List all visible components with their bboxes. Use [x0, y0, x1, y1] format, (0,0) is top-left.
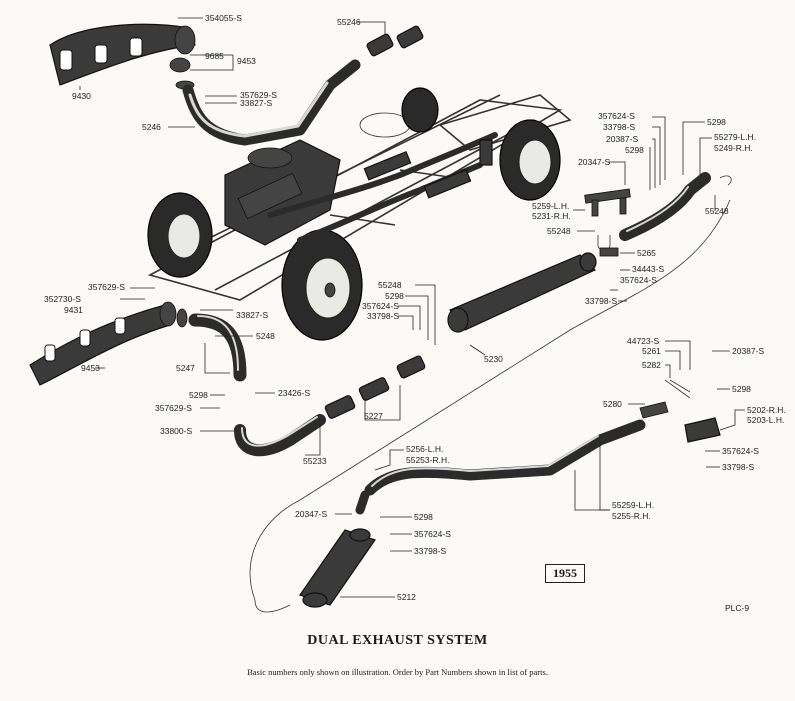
clamp-5265	[597, 235, 619, 257]
callout-357624-s-b: 357624-S	[620, 275, 657, 285]
callout-55246: 55246	[337, 17, 361, 27]
callout-55248-c: 55248	[378, 280, 402, 290]
muffler-5230	[447, 252, 597, 333]
callout-33798-s-b: 33798-S	[585, 296, 617, 306]
hanger-5280	[639, 379, 691, 419]
callout-23426-s: 23426-S	[278, 388, 310, 398]
callout-357624-s-top: 357624-S	[598, 111, 635, 121]
callout-354055-s: 354055-S	[205, 13, 242, 23]
plate-id: PLC-9	[725, 603, 750, 613]
callout-5227: 5227	[364, 411, 383, 421]
front-right-wheel	[281, 229, 363, 341]
callout-9453: 9453	[237, 56, 256, 66]
callout-20387-s-b: 20387-S	[732, 346, 764, 356]
callout-55248-a: 55248	[547, 226, 571, 236]
callout-33798-s-d: 33798-S	[722, 462, 754, 472]
year-badge: 1955	[545, 564, 585, 583]
callout-44723-s: 44723-S	[627, 336, 659, 346]
callout-leaders	[79, 17, 745, 598]
callout-5230: 5230	[484, 354, 503, 364]
callout-5255-rh: 5255-R.H.	[612, 511, 651, 521]
rear-right-wheel	[499, 119, 561, 201]
diagram-subtitle: Basic numbers only shown on illustration…	[247, 667, 548, 677]
exhaust-manifold-right	[49, 23, 196, 86]
callout-5298-d: 5298	[189, 390, 208, 400]
callout-5298-f: 5298	[414, 512, 433, 522]
callout-33800-s: 33800-S	[160, 426, 192, 436]
callout-352730-s: 352730-S	[44, 294, 81, 304]
manifold-gasket	[169, 57, 195, 90]
callout-357624-s-c: 357624-S	[362, 301, 399, 311]
callout-33798-s-c: 33798-S	[367, 311, 399, 321]
tailpipe-upper-right	[619, 172, 732, 241]
callout-20347-s-b: 20347-S	[295, 509, 327, 519]
front-left-wheel	[147, 192, 213, 278]
sleeves-5227	[324, 355, 426, 419]
callout-9685: 9685	[205, 51, 224, 61]
exhaust-manifold-left	[29, 301, 177, 386]
muffler-5212	[299, 490, 376, 608]
callout-357629-s-b: 357629-S	[88, 282, 125, 292]
sleeves-55246	[366, 25, 424, 57]
callout-9430: 9430	[72, 91, 91, 101]
exhaust-pipe-5247	[188, 313, 247, 382]
callout-5248: 5248	[256, 331, 275, 341]
callout-55253-rh: 55253-R.H.	[406, 455, 449, 465]
callout-357629-s: 357629-S	[240, 90, 277, 100]
callout-5282: 5282	[642, 360, 661, 370]
chassis-exhaust	[267, 132, 498, 243]
manifold-gasket-left	[176, 308, 188, 328]
callout-5298-c: 5298	[385, 291, 404, 301]
callout-5259-lh: 5259-L.H.	[532, 201, 569, 211]
callout-55233: 55233	[303, 456, 327, 466]
callout-5247: 5247	[176, 363, 195, 373]
callout-357624-s-e: 357624-S	[414, 529, 451, 539]
callout-55248-b: 55248	[705, 206, 729, 216]
callout-357629-s-c: 357629-S	[155, 403, 192, 413]
callout-5298-e: 5298	[732, 384, 751, 394]
callout-labels: 354055-S 55246 9685 9453 9430 357629-S 3…	[44, 13, 786, 602]
callout-20347-s-top: 20347-S	[578, 157, 610, 167]
callout-5261: 5261	[642, 346, 661, 356]
callout-33798-s-top: 33798-S	[603, 122, 635, 132]
callout-5256-lh: 5256-L.H.	[406, 444, 443, 454]
callout-5212: 5212	[397, 592, 416, 602]
callout-5298-b: 5298	[707, 117, 726, 127]
resonator-5202	[684, 417, 721, 443]
exhaust-pipe-55233	[234, 414, 326, 457]
callout-5246: 5246	[142, 122, 161, 132]
callout-5265: 5265	[637, 248, 656, 258]
callout-357624-s-d: 357624-S	[722, 446, 759, 456]
callout-5280: 5280	[603, 399, 622, 409]
callout-5202-rh: 5202-R.H.	[747, 405, 786, 415]
diagram-title: DUAL EXHAUST SYSTEM	[307, 633, 488, 648]
routing-outline-lower	[254, 599, 291, 613]
callout-5203-lh: 5203-L.H.	[747, 415, 784, 425]
tailpipe-55259	[364, 419, 646, 496]
callout-20387-s: 20387-S	[606, 134, 638, 144]
callout-5249-rh: 5249-R.H.	[714, 143, 753, 153]
rear-left-wheel	[401, 87, 439, 133]
exhaust-pipe-5246	[182, 59, 361, 146]
callout-9453-b: 9453	[81, 363, 100, 373]
callout-9431: 9431	[64, 305, 83, 315]
chassis	[147, 94, 572, 301]
routing-outline	[249, 199, 731, 601]
callout-33798-s-e: 33798-S	[414, 546, 446, 556]
callout-34443-s: 34443-S	[632, 264, 664, 274]
callout-33827-s: 33827-S	[240, 98, 272, 108]
callout-55259-lh: 55259-L.H.	[612, 500, 654, 510]
callout-55279-lh: 55279-L.H.	[714, 132, 756, 142]
callout-5298-a: 5298	[625, 145, 644, 155]
callout-5231-rh: 5231-R.H.	[532, 211, 571, 221]
hanger-5259	[584, 188, 631, 217]
callout-33827-s-b: 33827-S	[236, 310, 268, 320]
